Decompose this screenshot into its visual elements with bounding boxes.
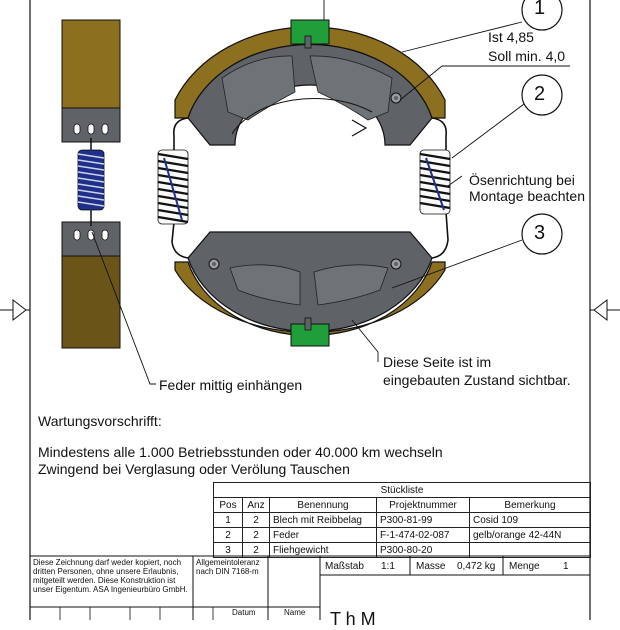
scale-value: 1:1 [381, 561, 395, 572]
right-spring [419, 117, 451, 259]
copyright-notice: Diese Zeichnung darf weder kopiert, noch… [33, 558, 188, 594]
date-label: Datum [232, 608, 256, 617]
mass-label: Masse [416, 561, 446, 572]
mass-value: 0,472 kg [457, 561, 496, 572]
general-tolerance: Allgemeintoleranz nach DIN 7168-m [196, 558, 260, 576]
header-project-number: Projektnummer [376, 497, 470, 513]
cell-remark: gelb/orange 42-44N [469, 527, 591, 543]
maintenance-line-1: Mindestens alle 1.000 Betriebsstunden od… [38, 444, 443, 460]
balloon-1 [521, 0, 563, 31]
maintenance-heading: Wartungsvorschrifft: [38, 413, 162, 429]
rotation-arrow [231, 98, 373, 135]
header-qty: Anz [242, 497, 270, 513]
leader-line-visible-side [351, 319, 379, 362]
leader-line-1 [401, 21, 523, 53]
header-pos: Pos [213, 497, 243, 513]
side-view [61, 19, 121, 349]
front-view [157, 19, 451, 347]
lower-lining [174, 261, 446, 337]
left-spring [157, 117, 189, 259]
cell-qty: 2 [242, 512, 270, 528]
cell-qty: 2 [242, 527, 270, 543]
visible-side-note-line1: Diese Seite ist im [383, 354, 492, 370]
balloon-number-1: 1 [534, 0, 546, 19]
side-view-lining-bottom [61, 255, 121, 349]
cell-pos: 1 [213, 512, 243, 528]
leader-line-measurement [399, 65, 443, 101]
parts-list-title: Stückliste [213, 482, 591, 498]
quantity-label: Menge [509, 561, 540, 572]
table-row: 3 2 Fliehgewicht P300-80-20 [213, 542, 591, 558]
cell-name: Feder [269, 527, 377, 543]
cell-pos: 2 [213, 527, 243, 543]
visible-side-note-line2: eingebauten Zustand sichtbar. [383, 372, 571, 388]
leader-line-3 [391, 239, 523, 289]
maintenance-line-2: Zwingend bei Verglasung oder Verölung Ta… [38, 461, 350, 477]
cell-project-number: F-1-474-02-087 [376, 527, 470, 543]
spring-hook-note: Feder mittig einhängen [159, 377, 303, 393]
cell-remark: Cosid 109 [469, 512, 591, 528]
balloon-2 [521, 74, 563, 116]
side-view-lining-top [61, 19, 121, 109]
table-row: 2 2 Feder F-1-474-02-087 gelb/orange 42-… [213, 527, 591, 543]
parts-list-table: Stückliste Pos Anz Benennung Projektnumm… [213, 482, 591, 558]
header-remark: Bemerkung [469, 497, 591, 513]
cell-name: Fliehgewicht [269, 542, 377, 558]
measurement-actual: Ist 4,85 [488, 29, 534, 45]
cell-remark [469, 542, 591, 558]
cell-name: Blech mit Reibbelag [269, 512, 377, 528]
balloon-number-2: 2 [534, 83, 546, 105]
cell-project-number: P300-81-99 [376, 512, 470, 528]
left-centering-mark [0, 298, 30, 322]
scale-label: Maßstab [325, 561, 364, 572]
side-view-spring [77, 138, 105, 226]
leader-line-2 [451, 103, 525, 159]
name-label: Name [284, 608, 306, 617]
parts-list-header-row: Pos Anz Benennung Projektnummer Bemerkun… [213, 497, 591, 513]
table-row: 1 2 Blech mit Reibbelag P300-81-99 Cosid… [213, 512, 591, 528]
quantity-value: 1 [563, 561, 569, 572]
eye-direction-note-line2: Montage beachten [469, 188, 585, 204]
header-name: Benennung [269, 497, 377, 513]
leader-line-eye-direction [447, 175, 463, 187]
cell-project-number: P300-80-20 [376, 542, 470, 558]
measurement-nominal: Soll min. 4,0 [488, 48, 566, 64]
lower-shoe-plate [187, 231, 433, 333]
eye-direction-note-line1: Ösenrichtung bei [469, 172, 575, 188]
cell-pos: 3 [213, 542, 243, 558]
cell-qty: 2 [242, 542, 270, 558]
leader-line-spring-hook [91, 231, 156, 385]
balloon-number-3: 3 [534, 222, 546, 244]
right-centering-mark [590, 298, 620, 322]
balloon-3 [521, 213, 563, 255]
